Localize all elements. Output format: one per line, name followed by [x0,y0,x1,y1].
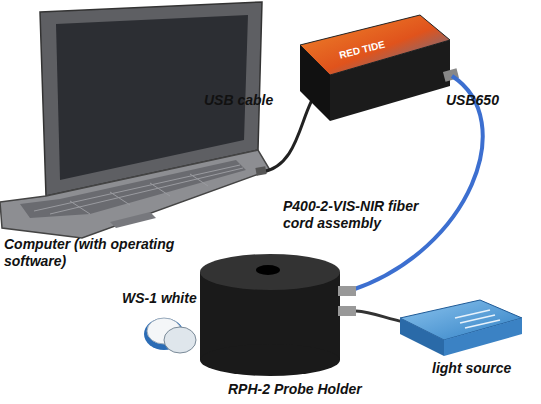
computer-label: Computer (with operating software) [4,236,194,270]
cable-label: USB cable [204,92,273,109]
fiber-label: P400-2-VIS-NIR fiber cord assembly [283,198,433,232]
fiber-cord [352,76,483,290]
light-label: light source [432,360,511,377]
spectrometer [300,15,459,121]
probe-holder [200,254,356,376]
holder-label: RPH-2 Probe Holder [228,381,362,398]
standard-label: WS-1 white [122,290,197,307]
light-cable [356,311,404,322]
light-source [400,300,522,356]
white-standard [144,318,196,353]
laptop-computer [0,2,270,238]
device-label: USB650 [446,92,499,109]
